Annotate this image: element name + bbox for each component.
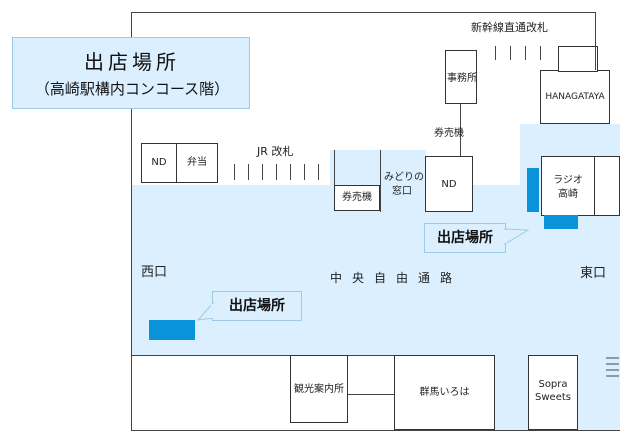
wall-line xyxy=(380,150,381,212)
sopra-label-line2: Sweets xyxy=(535,392,571,403)
east-exit-label: 東口 xyxy=(580,266,607,281)
jr-gate-bar xyxy=(248,164,249,180)
booth-east-horizontal xyxy=(544,215,578,229)
stairs-marking xyxy=(606,357,619,377)
jr-gate-bar xyxy=(304,164,305,180)
kenbaiki-mid: 券売機 xyxy=(334,185,380,211)
hanagataya-annex xyxy=(558,46,598,72)
jr-gate-label: JR 改札 xyxy=(257,145,294,158)
gate-bar xyxy=(495,46,496,60)
shop-bento: 弁当 xyxy=(176,143,218,183)
radio-label-line2: 高崎 xyxy=(558,189,578,200)
west-wall xyxy=(131,12,132,431)
radio-label-line1: ラジオ xyxy=(553,175,583,186)
booth-east-vertical xyxy=(527,168,539,212)
shop-gunma-iroha: 群馬いろは xyxy=(394,355,495,430)
callout-west-pointer xyxy=(196,302,214,321)
wall-line xyxy=(595,12,596,70)
room-jimusho: 事務所 xyxy=(445,50,477,104)
jr-gate-bar xyxy=(318,164,319,180)
jr-gate-bar xyxy=(276,164,277,180)
shinkansen-gate-label: 新幹線直通改札 xyxy=(471,21,548,34)
south-edge xyxy=(131,430,620,431)
corridor-label: 中央自由通路 xyxy=(330,271,463,285)
nd-west-label: ND xyxy=(151,157,167,168)
kanko-annainjo: 観光案内所 xyxy=(290,355,348,423)
concourse-floor xyxy=(131,185,620,356)
north-wall xyxy=(131,12,596,13)
jr-gate-bar xyxy=(262,164,263,180)
callout-west: 出店場所 xyxy=(212,291,302,321)
gate-bar xyxy=(510,46,511,60)
bento-label: 弁当 xyxy=(187,157,207,168)
kenbaiki-upper-label: 券売機 xyxy=(434,128,464,139)
midori-label-line1: みどりの xyxy=(384,172,424,183)
radio-annex xyxy=(594,156,620,216)
callout-east: 出店場所 xyxy=(424,223,506,253)
shop-hanagataya: HANAGATAYA xyxy=(540,70,610,124)
shop-sopra-sweets: Sopra Sweets xyxy=(528,355,578,430)
midori-label-line2: 窓口 xyxy=(392,186,412,197)
callout-east-pointer xyxy=(504,228,530,245)
wall-line xyxy=(348,394,394,395)
shop-nd-center: ND xyxy=(425,156,473,212)
gate-bar xyxy=(540,46,541,60)
map-subtitle: （高崎駅構内コンコース階） xyxy=(34,80,230,98)
nd-center-label: ND xyxy=(441,179,457,190)
kanko-label: 観光案内所 xyxy=(294,384,344,395)
shop-radio-takasaki: ラジオ 高崎 xyxy=(541,156,595,216)
concourse-floor-gate xyxy=(330,150,426,186)
jr-gate-bar xyxy=(290,164,291,180)
wall-line xyxy=(460,104,461,156)
kenbaiki-mid-label: 券売機 xyxy=(342,192,372,203)
booth-west xyxy=(149,320,195,340)
jr-gate-bar xyxy=(234,164,235,180)
map-title: 出店場所 xyxy=(84,50,180,74)
gunma-label: 群馬いろは xyxy=(419,387,470,398)
wall-line xyxy=(334,150,335,186)
gate-bar xyxy=(525,46,526,60)
west-exit-label: 西口 xyxy=(141,265,168,280)
hanagataya-label: HANAGATAYA xyxy=(545,92,605,102)
jimusho-label: 事務所 xyxy=(447,73,477,84)
map-title-panel: 出店場所 （高崎駅構内コンコース階） xyxy=(12,37,250,109)
shop-nd-west: ND xyxy=(141,143,177,183)
sopra-label-line1: Sopra xyxy=(538,379,568,390)
